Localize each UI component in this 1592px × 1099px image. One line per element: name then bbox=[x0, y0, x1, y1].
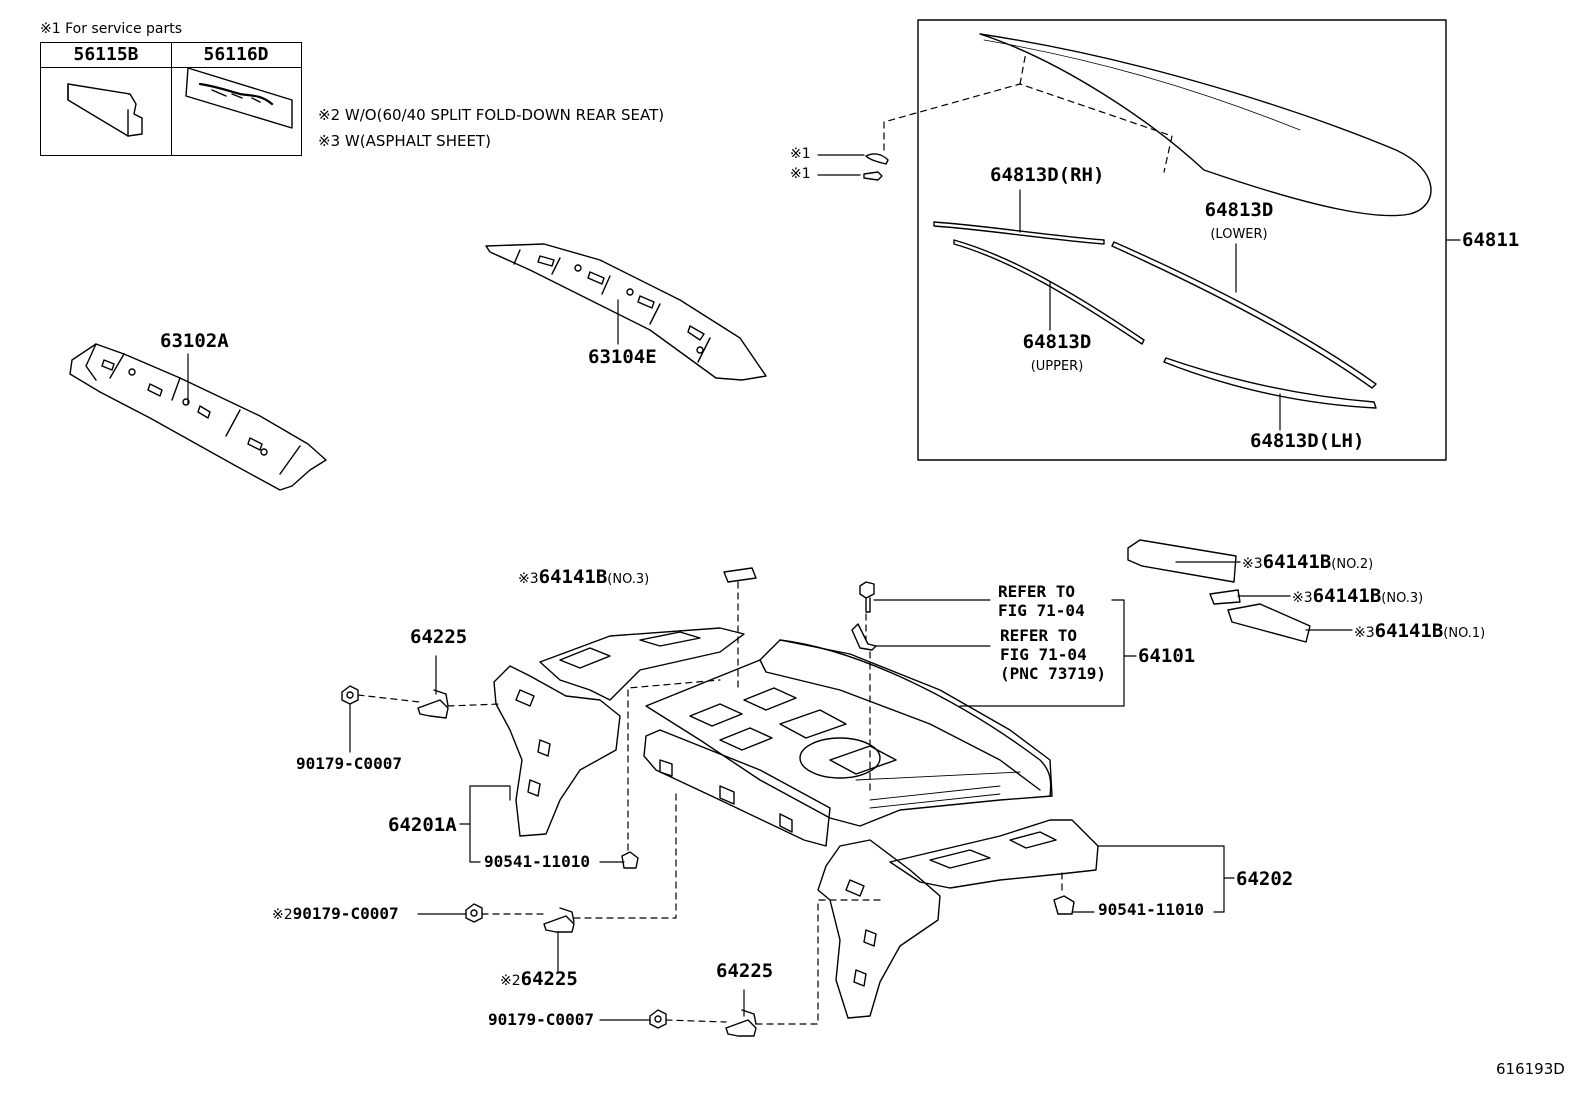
label-64811[interactable]: 64811 bbox=[1462, 229, 1520, 251]
label-mark: ※3 bbox=[1292, 590, 1313, 606]
label-64141b-no1[interactable]: ※364141B(NO.1) bbox=[1354, 620, 1485, 645]
label-mark-1-a: ※1 bbox=[790, 146, 811, 162]
rear-window-glass-drawing bbox=[979, 33, 1432, 217]
bracket-64225-bottom-drawing bbox=[725, 1009, 757, 1037]
panel-63102a-drawing bbox=[69, 343, 327, 491]
nut-90179-bottom-drawing bbox=[649, 1009, 667, 1029]
note-mark: ※2 bbox=[318, 106, 341, 124]
sheet-64141b-no3-left-drawing bbox=[723, 567, 757, 583]
clip-90541-left-drawing bbox=[621, 851, 639, 869]
clip-90541-right-drawing bbox=[1053, 895, 1075, 915]
service-note-text: For service parts bbox=[65, 21, 183, 37]
note-2: ※2 W/O(60/40 SPLIT FOLD-DOWN REAR SEAT) bbox=[318, 106, 664, 124]
label-part: 64141B bbox=[1312, 585, 1382, 607]
label-90541-right[interactable]: 90541-11010 bbox=[1098, 900, 1204, 919]
sheet-64141b-no1-drawing bbox=[1227, 603, 1311, 643]
refer-line: (PNC 73719) bbox=[1000, 664, 1106, 683]
glass-detail-box bbox=[917, 19, 1447, 461]
dashed-guide-lines bbox=[357, 51, 1173, 1025]
clip-pnc73719-drawing bbox=[851, 623, 877, 651]
service-part-56116d-drawing bbox=[185, 67, 293, 129]
service-note: ※1 For service parts bbox=[40, 20, 182, 38]
glass-clip-drawings bbox=[863, 153, 889, 181]
label-mark: ※3 bbox=[518, 571, 539, 587]
label-64225-top[interactable]: 64225 bbox=[410, 626, 468, 648]
label-tag: (NO.1) bbox=[1443, 626, 1486, 641]
label-64813d-upper-tag: (UPPER) bbox=[1030, 359, 1084, 374]
label-tag: (NO.2) bbox=[1331, 557, 1374, 572]
label-90541-left[interactable]: 90541-11010 bbox=[484, 852, 590, 871]
label-63104e[interactable]: 63104E bbox=[588, 346, 657, 368]
bolt-drawing bbox=[859, 581, 875, 613]
service-parts-table: 56115B 56116D bbox=[40, 42, 302, 156]
label-64813d-lower-tag: (LOWER) bbox=[1210, 227, 1268, 242]
left-panel-64201a-drawing bbox=[493, 627, 745, 837]
label-90179-left[interactable]: 90179-C0007 bbox=[296, 754, 402, 773]
label-mark: ※3 bbox=[1354, 625, 1375, 641]
label-64141b-no2[interactable]: ※364141B(NO.2) bbox=[1242, 551, 1373, 576]
service-part-56115b-drawing bbox=[67, 83, 143, 137]
service-part-number[interactable]: 56116D bbox=[171, 43, 301, 68]
label-64101[interactable]: 64101 bbox=[1138, 645, 1196, 667]
service-part-col-56116d: 56116D bbox=[171, 43, 301, 155]
label-64813d-lower[interactable]: 64813D bbox=[1204, 199, 1274, 221]
service-part-number[interactable]: 56115B bbox=[41, 43, 171, 68]
note-3: ※3 W(ASPHALT SHEET) bbox=[318, 132, 491, 150]
sheet-64141b-no2-drawing bbox=[1127, 539, 1237, 583]
sheet-64141b-no3-right-drawing bbox=[1209, 589, 1241, 605]
label-mark: ※2 bbox=[500, 973, 521, 989]
label-part: 64141B bbox=[1262, 551, 1332, 573]
label-64813d-rh[interactable]: 64813D(RH) bbox=[990, 164, 1105, 186]
refer-line: REFER TO bbox=[998, 582, 1076, 601]
label-tag: (NO.3) bbox=[1381, 591, 1424, 606]
label-part: 90179-C0007 bbox=[292, 904, 399, 923]
nut-90179-mid-drawing bbox=[465, 903, 483, 923]
note-text: W(ASPHALT SHEET) bbox=[344, 132, 491, 150]
label-part: 64141B bbox=[538, 566, 608, 588]
label-tag: (NO.3) bbox=[607, 572, 650, 587]
label-64201a[interactable]: 64201A bbox=[388, 814, 457, 836]
refer-to-fig-2[interactable]: REFER TO FIG 71-04 (PNC 73719) bbox=[1000, 626, 1106, 683]
refer-line: FIG 71-04 bbox=[1000, 645, 1087, 664]
label-64202[interactable]: 64202 bbox=[1236, 868, 1294, 890]
label-mark-1-b: ※1 bbox=[790, 166, 811, 182]
right-panel-64202-drawing bbox=[817, 819, 1099, 1019]
label-part: 64225 bbox=[520, 968, 578, 990]
glass-molding-drawings bbox=[933, 221, 1377, 409]
service-note-mark: ※1 bbox=[40, 21, 61, 37]
cross-member-drawing bbox=[643, 729, 831, 847]
service-part-col-56115b: 56115B bbox=[41, 43, 172, 155]
refer-to-fig-1[interactable]: REFER TO FIG 71-04 bbox=[998, 582, 1085, 620]
label-64225-bottom[interactable]: 64225 bbox=[716, 960, 774, 982]
label-64813d-upper[interactable]: 64813D bbox=[1022, 331, 1092, 353]
note-text: W/O(60/40 SPLIT FOLD-DOWN REAR SEAT) bbox=[344, 106, 665, 124]
label-90179-bottom[interactable]: 90179-C0007 bbox=[488, 1010, 594, 1029]
label-mark: ※2 bbox=[272, 907, 293, 923]
label-63102a[interactable]: 63102A bbox=[160, 330, 229, 352]
nut-90179-left-drawing bbox=[341, 685, 359, 705]
bracket-64225-top-drawing bbox=[417, 689, 449, 719]
label-90179-mid[interactable]: ※290179-C0007 bbox=[272, 904, 399, 925]
note-mark: ※3 bbox=[318, 132, 341, 150]
panel-63104e-drawing bbox=[485, 243, 767, 381]
bracket-64225-mid-drawing bbox=[543, 907, 575, 933]
label-64813d-lh[interactable]: 64813D(LH) bbox=[1250, 430, 1365, 452]
leader-lines bbox=[187, 154, 1461, 1021]
label-64141b-no3-right[interactable]: ※364141B(NO.3) bbox=[1292, 585, 1423, 610]
rear-floor-panel-64101-drawing bbox=[645, 639, 1053, 827]
figure-id: 616193D bbox=[1496, 1060, 1565, 1078]
label-64225-mid[interactable]: ※264225 bbox=[500, 968, 578, 992]
refer-line: REFER TO bbox=[1000, 626, 1078, 645]
refer-line: FIG 71-04 bbox=[998, 601, 1085, 620]
label-mark: ※3 bbox=[1242, 556, 1263, 572]
label-part: 64141B bbox=[1374, 620, 1444, 642]
label-64141b-no3-left[interactable]: ※364141B(NO.3) bbox=[518, 566, 649, 591]
